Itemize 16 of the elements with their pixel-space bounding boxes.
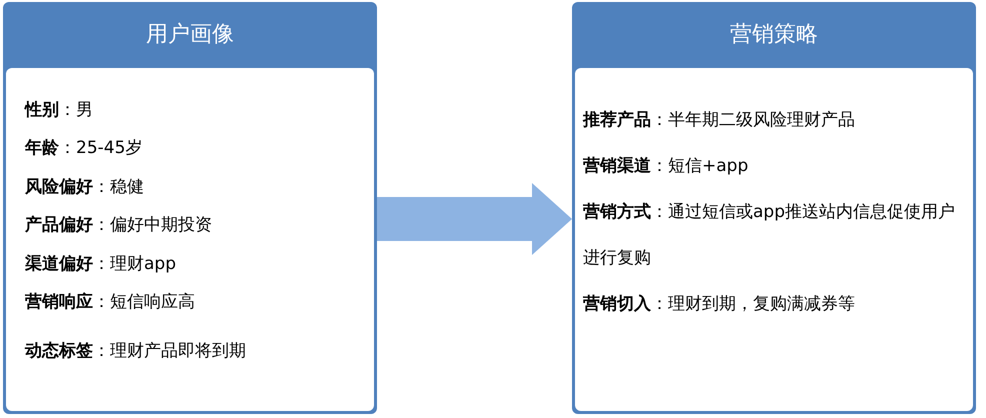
info-line: 动态标签：理财产品即将到期 (25, 340, 246, 363)
info-line: 营销响应：短信响应高 (25, 291, 195, 314)
panel-title: 用户画像 (146, 21, 234, 49)
info-line: 营销方式：通过短信或app推送站内信息促使用户进行复购 (583, 201, 955, 270)
info-line: 产品偏好：偏好中期投资 (25, 214, 212, 237)
info-line: 营销切入：理财到期，复购满减券等 (583, 293, 855, 316)
panel-card (3, 2, 377, 414)
block-arrow (377, 183, 572, 255)
info-line: 风险偏好：稳健 (25, 176, 144, 199)
panel-card (572, 2, 976, 414)
info-line: 性别：男 (25, 99, 93, 122)
panel-title: 营销策略 (730, 21, 818, 49)
info-line: 推荐产品：半年期二级风险理财产品 (583, 109, 855, 132)
info-line: 年龄：25-45岁 (25, 137, 142, 160)
info-line: 营销渠道：短信+app (583, 155, 748, 178)
info-line: 渠道偏好：理财app (25, 253, 176, 276)
